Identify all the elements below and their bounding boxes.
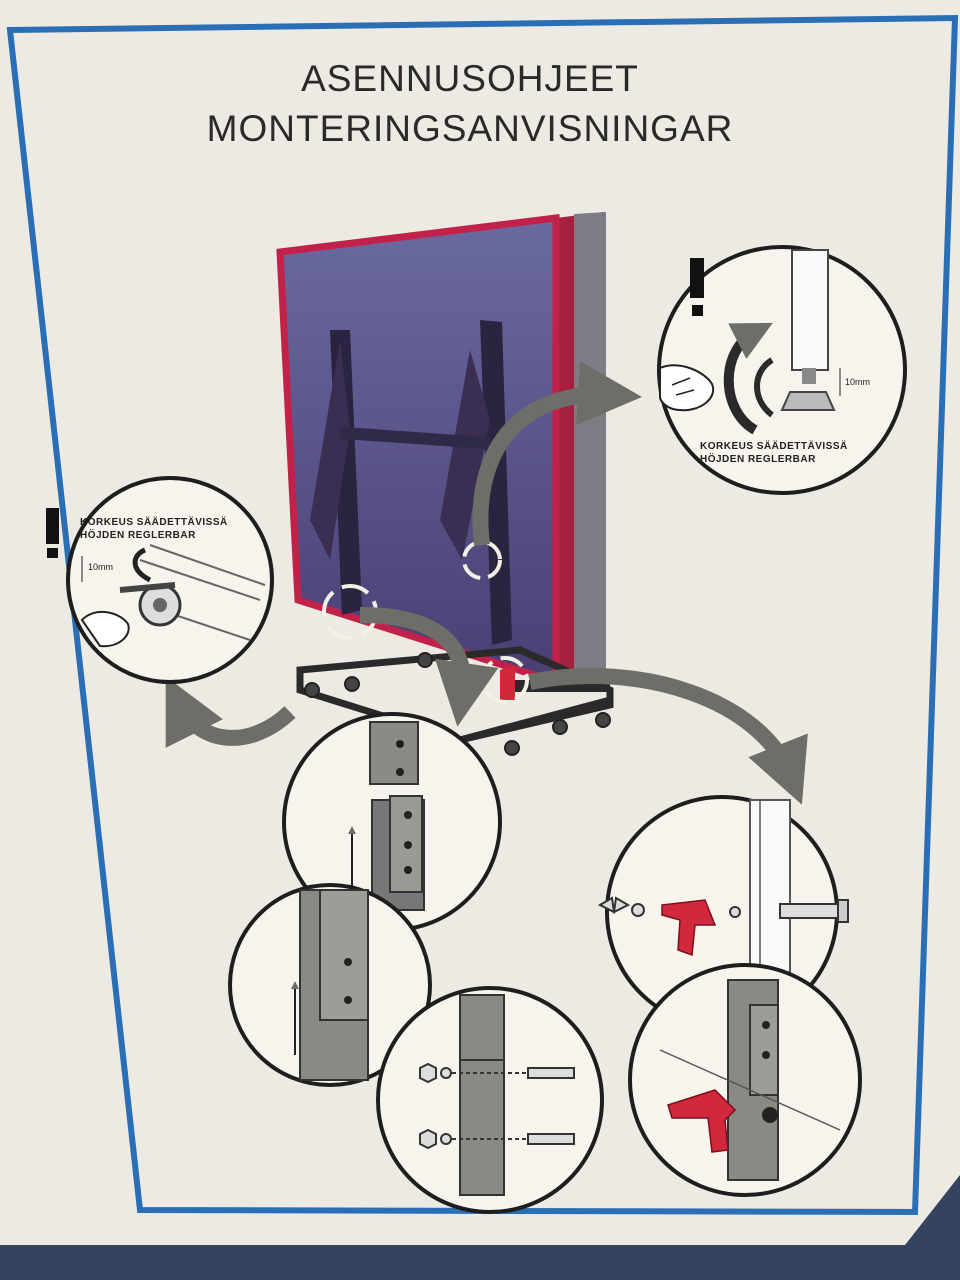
rotate-arrows-icon xyxy=(723,322,773,435)
warning-exclamation-icon xyxy=(46,508,59,558)
hand-icon xyxy=(80,610,130,648)
detail-height-adjust-right xyxy=(657,245,907,495)
caption-right-line1: KORKEUS SÄÄDETTÄVISSÄ xyxy=(700,441,848,452)
bolt-icon xyxy=(779,899,849,923)
dimension-left: 10mm xyxy=(88,562,114,572)
caption-right-line2: HÖJDEN REGLERBAR xyxy=(700,454,816,465)
title-swedish: MONTERINGSANVISNINGAR xyxy=(206,108,734,149)
red-clip xyxy=(661,899,717,957)
detail-clip-installed xyxy=(628,963,862,1197)
detail-leg-bolts xyxy=(376,986,604,1214)
bolt-icon xyxy=(419,1062,575,1150)
red-clip xyxy=(667,1089,737,1153)
warning-exclamation-icon xyxy=(690,258,704,316)
hand-icon xyxy=(659,364,715,412)
caption-left-line1: KORKEUS SÄÄDETTÄVISSÄ xyxy=(80,517,228,528)
caption-left-line2: HÖJDEN REGLERBAR xyxy=(80,530,196,541)
wing-nut-icon xyxy=(597,896,645,917)
detail-height-adjust-left xyxy=(46,476,274,684)
detail-hinge-joint xyxy=(282,712,502,932)
blue-frame-border xyxy=(6,14,959,1216)
dimension-right: 10mm xyxy=(845,377,871,387)
title-finnish: ASENNUSOHJEET xyxy=(301,58,639,99)
curved-arrow-icon xyxy=(165,361,808,805)
detail-leg-insert xyxy=(228,883,432,1087)
